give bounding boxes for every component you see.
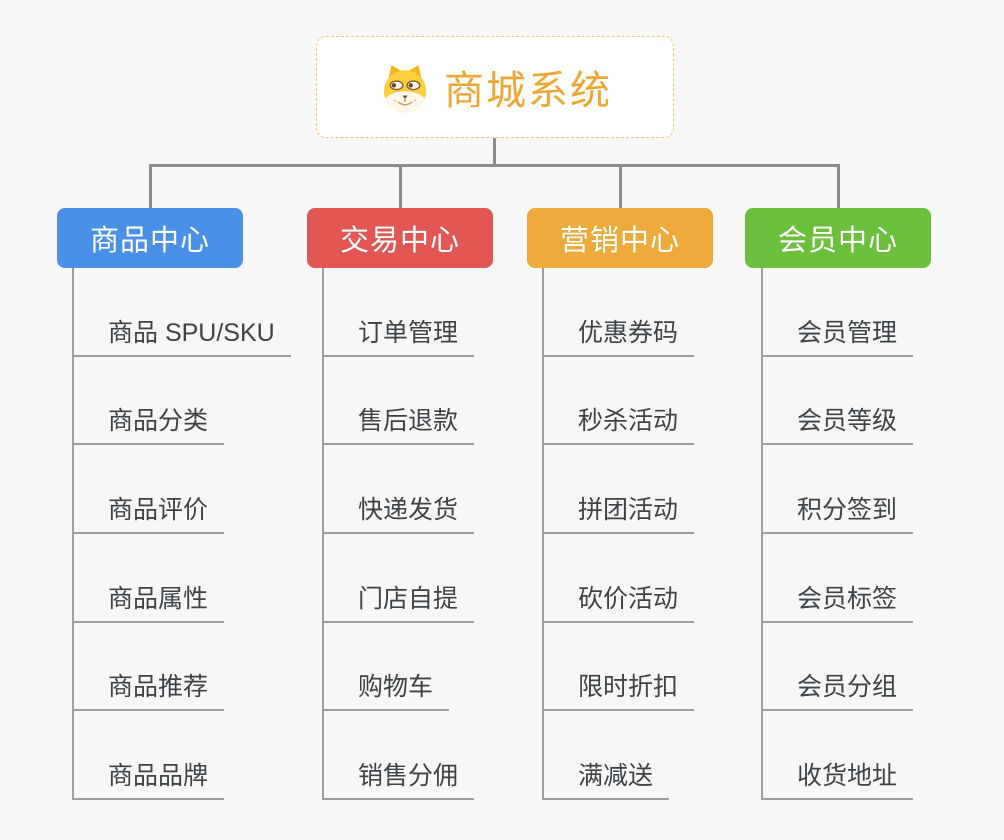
leaf-node[interactable]: 会员管理	[763, 268, 914, 357]
branch-label: 营销中心	[559, 225, 680, 257]
leaf-label: 快递发货	[358, 495, 459, 524]
branch-column-marketing: 优惠券码 秒杀活动 拼团活动 砍价活动 限时折扣 满减送	[542, 268, 695, 800]
leaf-label: 优惠券码	[578, 318, 679, 347]
leaf-label: 门店自提	[358, 584, 459, 613]
root-title: 商城系统	[444, 69, 612, 113]
leaf-node[interactable]: 商品评价	[74, 445, 225, 534]
leaf-node[interactable]: 商品属性	[74, 534, 225, 623]
leaf-label: 售后退款	[358, 407, 459, 436]
leaf-label: 商品推荐	[108, 673, 209, 702]
leaf-label: 商品品牌	[108, 761, 209, 790]
branch-column-trade: 订单管理 售后退款 快递发货 门店自提 购物车 销售分佣	[322, 268, 475, 800]
leaf-node[interactable]: 商品 SPU/SKU	[74, 268, 291, 357]
branch-label: 交易中心	[339, 225, 460, 257]
branch-header-member-center[interactable]: 会员中心	[745, 208, 931, 268]
connector-branch-drop	[619, 164, 622, 209]
leaf-label: 拼团活动	[578, 495, 679, 524]
connector-branch-drop	[149, 164, 152, 209]
leaf-node[interactable]: 商品分类	[74, 357, 225, 446]
leaf-label: 会员管理	[797, 318, 898, 347]
leaf-label: 商品分类	[108, 407, 209, 436]
leaf-label: 订单管理	[358, 318, 459, 347]
leaf-node[interactable]: 快递发货	[324, 445, 475, 534]
connector-horizontal	[149, 164, 840, 167]
leaf-node[interactable]: 订单管理	[324, 268, 475, 357]
leaf-label: 商品 SPU/SKU	[108, 318, 275, 347]
leaf-label: 会员分组	[797, 673, 898, 702]
leaf-label: 砍价活动	[578, 584, 679, 613]
leaf-node[interactable]: 限时折扣	[544, 623, 695, 712]
leaf-label: 秒杀活动	[578, 407, 679, 436]
leaf-node[interactable]: 商品推荐	[74, 623, 225, 712]
leaf-node[interactable]: 会员分组	[763, 623, 914, 712]
leaf-label: 会员标签	[797, 584, 898, 613]
branch-column-member: 会员管理 会员等级 积分签到 会员标签 会员分组 收货地址	[761, 268, 914, 800]
connector-branch-drop	[837, 164, 840, 209]
leaf-node[interactable]: 拼团活动	[544, 445, 695, 534]
leaf-node[interactable]: 销售分佣	[324, 711, 475, 800]
root-node[interactable]: 商城系统	[316, 36, 674, 138]
leaf-node[interactable]: 会员等级	[763, 357, 914, 446]
leaf-node[interactable]: 售后退款	[324, 357, 475, 446]
leaf-label: 限时折扣	[578, 673, 679, 702]
leaf-label: 会员等级	[797, 407, 898, 436]
branch-header-marketing-center[interactable]: 营销中心	[527, 208, 713, 268]
leaf-node[interactable]: 门店自提	[324, 534, 475, 623]
leaf-label: 收货地址	[797, 761, 898, 790]
leaf-label: 商品属性	[108, 584, 209, 613]
dog-face-icon	[383, 65, 427, 113]
leaf-label: 满减送	[578, 761, 654, 790]
leaf-label: 销售分佣	[358, 761, 459, 790]
leaf-label: 商品评价	[108, 495, 209, 524]
leaf-node[interactable]: 会员标签	[763, 534, 914, 623]
leaf-node[interactable]: 砍价活动	[544, 534, 695, 623]
leaf-node[interactable]: 优惠券码	[544, 268, 695, 357]
leaf-node[interactable]: 积分签到	[763, 445, 914, 534]
leaf-label: 积分签到	[797, 495, 898, 524]
connector-root-drop	[493, 138, 496, 165]
branch-column-product: 商品 SPU/SKU 商品分类 商品评价 商品属性 商品推荐 商品品牌	[72, 268, 291, 800]
connector-branch-drop	[399, 164, 402, 209]
leaf-node[interactable]: 秒杀活动	[544, 357, 695, 446]
branch-label: 商品中心	[89, 225, 210, 257]
branch-header-trade-center[interactable]: 交易中心	[307, 208, 493, 268]
leaf-node[interactable]: 商品品牌	[74, 711, 225, 800]
branch-header-product-center[interactable]: 商品中心	[57, 208, 243, 268]
leaf-node[interactable]: 满减送	[544, 711, 670, 800]
leaf-label: 购物车	[358, 673, 434, 702]
leaf-node[interactable]: 收货地址	[763, 711, 914, 800]
branch-label: 会员中心	[777, 225, 898, 257]
leaf-node[interactable]: 购物车	[324, 623, 450, 712]
